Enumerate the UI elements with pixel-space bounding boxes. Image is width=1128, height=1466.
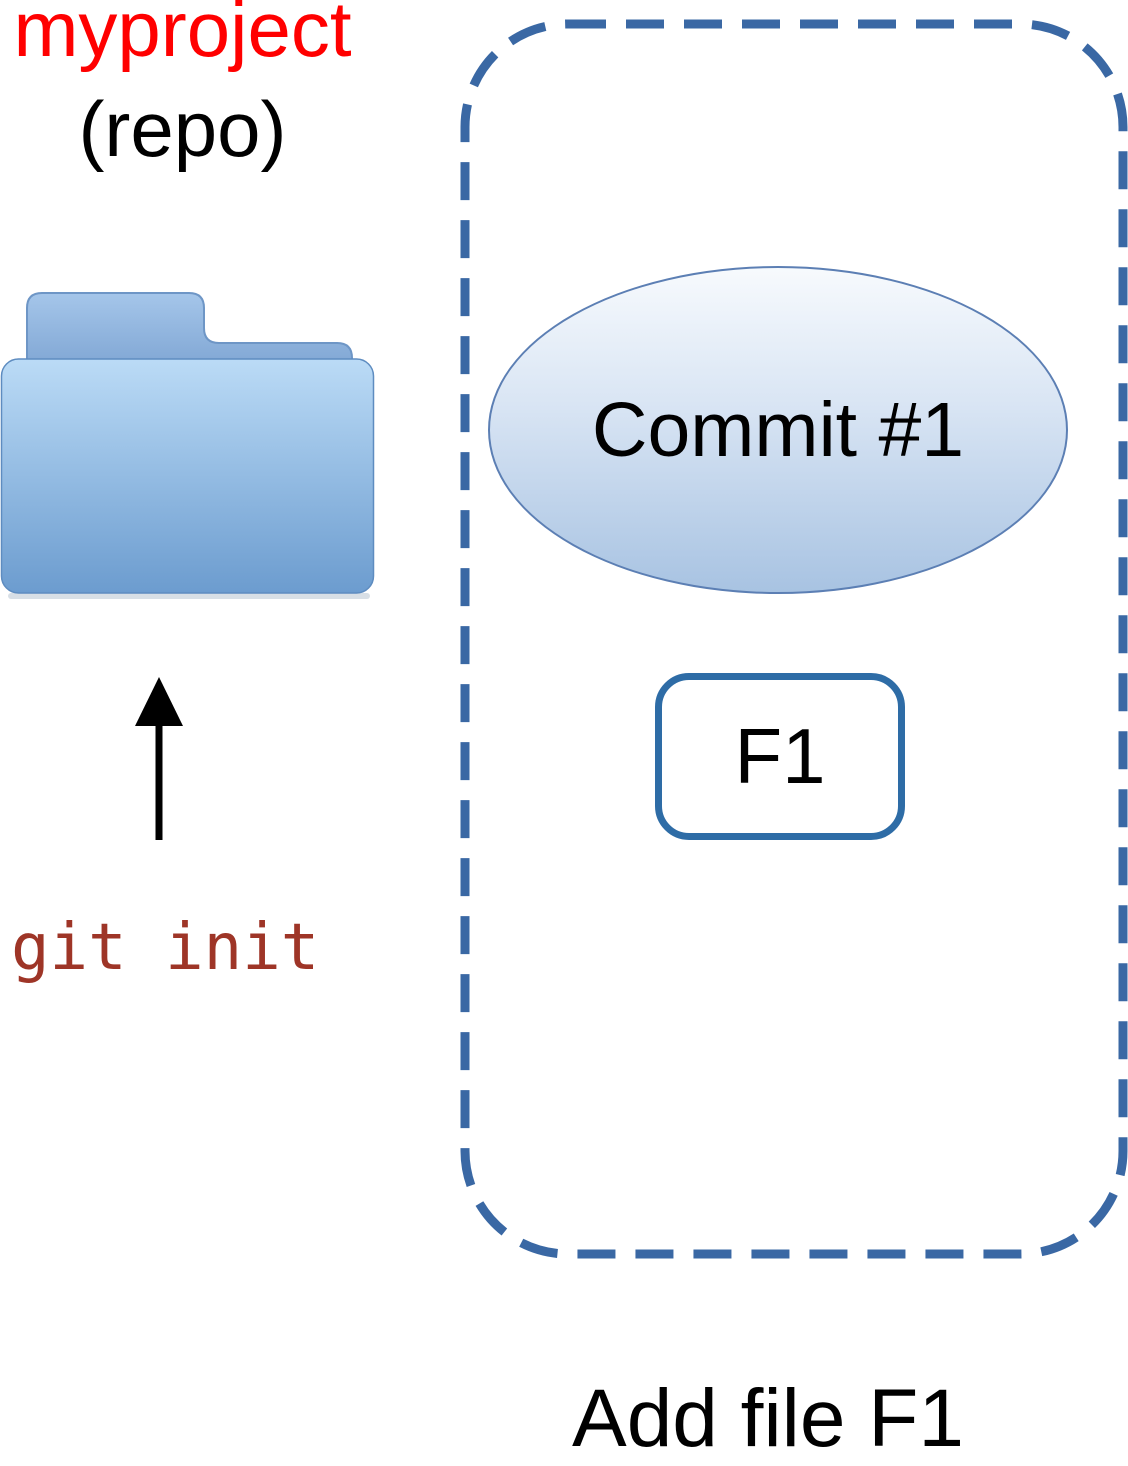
up-arrow-icon	[135, 677, 183, 840]
folder-shadow	[8, 593, 370, 599]
file-label: F1	[734, 711, 826, 800]
repo-name-label: myproject	[13, 0, 352, 73]
repo-boundary-dashed-box	[460, 19, 1128, 1259]
commit-label: Commit #1	[591, 386, 965, 473]
folder-icon	[0, 292, 375, 599]
caption-label: Add file F1	[572, 1373, 964, 1464]
commit-node: Commit #1	[488, 266, 1068, 594]
git-init-command-label: git init	[11, 911, 320, 985]
repo-type-label: (repo)	[78, 85, 287, 173]
folder-body-shape	[0, 358, 375, 594]
file-node: F1	[655, 673, 905, 840]
folder-tab-shape	[26, 292, 353, 364]
